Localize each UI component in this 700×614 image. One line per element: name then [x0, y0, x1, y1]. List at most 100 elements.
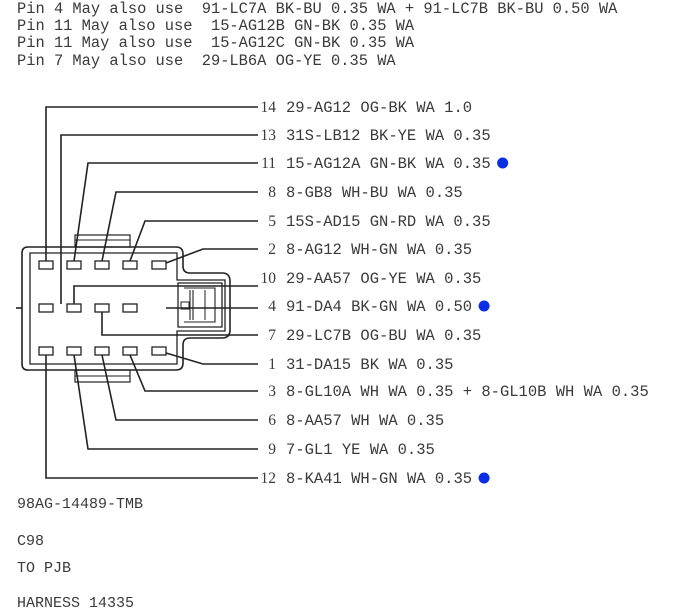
marker-dot-icon [478, 300, 490, 312]
wire-pin-6 [101, 354, 258, 421]
circuit-code: 31-DA15 [286, 356, 360, 374]
pin-cavity [94, 260, 110, 270]
circuit-code: 31S-LB12 [286, 127, 370, 145]
pin-wire-spec: 8-AG12 WH-GN WA 0.35 [286, 241, 472, 259]
pin-cavity [38, 303, 54, 313]
wire-color: BK [360, 356, 388, 374]
wire-pin-10 [73, 285, 258, 304]
pin-number: 13 [261, 127, 277, 144]
wire-color: WH [360, 383, 388, 401]
pin-wire-spec: 8-GB8 WH-BU WA 0.35 [286, 184, 463, 202]
circuit-code: 7-GL1 [286, 441, 342, 459]
pin-wire-spec: 31-DA15 BK WA 0.35 [286, 356, 453, 374]
wire-gauge: WA 0.35 + 8-GL10B WH WA 0.35 [388, 383, 648, 401]
marker-dot-icon [478, 472, 490, 484]
connector-body [16, 234, 231, 383]
pin-number: 14 [261, 99, 277, 116]
wire-pin-7 [101, 312, 258, 336]
wire-pin-14 [45, 106, 258, 261]
circuit-code: 8-AG12 [286, 241, 351, 259]
part-number: 98AG-14489-TMB [17, 496, 144, 513]
pin-row: 5 15S-AD15 GN-RD WA 0.35 [268, 213, 490, 231]
circuit-code: 8-KA41 [286, 470, 351, 488]
pin-cavity [66, 346, 82, 356]
pin-number: 10 [261, 270, 277, 287]
pin-row: 9 7-GL1 YE WA 0.35 [268, 441, 435, 459]
pin-cavity [38, 346, 54, 356]
circuit-code: 29-AA57 [286, 270, 360, 288]
pin-note-1: Pin 4 May also use 91-LC7A BK-BU 0.35 WA… [17, 0, 618, 18]
circuit-code: 8-GB8 [286, 184, 342, 202]
wire-color: YE [342, 441, 370, 459]
pin-note-4: Pin 7 May also use 29-LB6A OG-YE 0.35 WA [17, 52, 396, 70]
pin-number: 7 [268, 327, 276, 344]
circuit-code: 15-AG12A [286, 155, 370, 173]
pin-note-2: Pin 11 May also use 15-AG12B GN-BK 0.35 … [17, 17, 415, 35]
pin-cavity [66, 260, 82, 270]
wire-gauge: WA 0.35 [426, 127, 491, 145]
wire-pin-11 [73, 162, 258, 262]
latch-icon [177, 282, 223, 328]
wire-gauge: WA 0.35 [370, 441, 435, 459]
circuit-code: 8-GL10A [286, 383, 360, 401]
wire-color: WH-BU [342, 184, 398, 202]
pin-cavity [94, 346, 110, 356]
circuit-code: 8-AA57 [286, 412, 351, 430]
pin-note-3: Pin 11 May also use 15-AG12C GN-BK 0.35 … [17, 34, 415, 52]
marker-dot-icon [497, 157, 509, 169]
pin-row: 7 29-LC7B OG-BU WA 0.35 [268, 327, 481, 345]
pin-number: 4 [268, 298, 276, 315]
pin-number: 8 [268, 184, 276, 201]
pin-row: 12 8-KA41 WH-GN WA 0.35 [261, 470, 490, 488]
pin-cavities [38, 260, 167, 356]
wire-pin-12 [45, 355, 258, 479]
circuit-code: 29-AG12 [286, 99, 360, 117]
pin-number: 3 [268, 383, 276, 400]
wire-color: GN-BK [370, 155, 426, 173]
wire-color: BK-YE [370, 127, 426, 145]
circuit-code: 15S-AD15 [286, 213, 370, 231]
pin-wire-spec: 29-LC7B OG-BU WA 0.35 [286, 327, 481, 345]
pin-cavity [151, 260, 167, 270]
circuit-code: 91-DA4 [286, 298, 351, 316]
wire-pin-13 [60, 134, 258, 304]
wire-gauge: WA 0.35 [426, 155, 491, 173]
wire-gauge: WA 0.35 [407, 470, 472, 488]
wire-gauge: WA 1.0 [416, 99, 472, 117]
wire-color: OG-BK [360, 99, 416, 117]
wire-gauge: WA 0.35 [426, 213, 491, 231]
wire-pin-5 [129, 220, 258, 262]
pin-cavity [94, 303, 110, 313]
pin-cavity [122, 346, 138, 356]
pin-wire-spec: 31S-LB12 BK-YE WA 0.35 [286, 127, 491, 145]
wire-gauge: WA 0.35 [388, 356, 453, 374]
wire-color: OG-BU [360, 327, 416, 345]
wire-pin-2 [165, 248, 258, 264]
pin-number: 9 [268, 441, 276, 458]
destination: TO PJB [17, 560, 72, 577]
pin-row: 8 8-GB8 WH-BU WA 0.35 [268, 184, 463, 202]
pin-wire-spec: 8-KA41 WH-GN WA 0.35 [286, 470, 472, 488]
wire-color: GN-RD [370, 213, 426, 231]
pin-cavity [151, 346, 167, 356]
wire-pin-3 [129, 354, 258, 392]
wire-color: WH [351, 412, 379, 430]
wire-gauge: WA 0.35 [398, 184, 463, 202]
pin-row: 13 31S-LB12 BK-YE WA 0.35 [261, 127, 491, 145]
harness-number: HARNESS 14335 [17, 595, 135, 612]
wire-color: OG-YE [360, 270, 416, 288]
pin-wire-spec: 29-AG12 OG-BK WA 1.0 [286, 99, 472, 117]
pin-number: 5 [268, 213, 276, 230]
pin-cavity [66, 303, 82, 313]
pin-wire-spec: 91-DA4 BK-GN WA 0.50 [286, 298, 472, 316]
pin-wire-spec: 8-AA57 WH WA 0.35 [286, 412, 444, 430]
pin-number: 12 [261, 470, 277, 487]
pin-wire-spec: 7-GL1 YE WA 0.35 [286, 441, 435, 459]
wire-gauge: WA 0.35 [407, 241, 472, 259]
